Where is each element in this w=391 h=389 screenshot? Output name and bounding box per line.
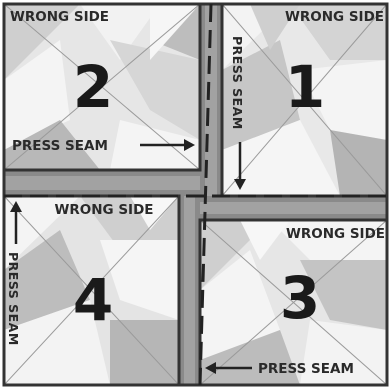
block-number-4: 4 bbox=[73, 266, 113, 334]
wrong-side-label-1: WRONG SIDE bbox=[285, 9, 384, 25]
press-seam-label-1: PRESS SEAM bbox=[230, 36, 245, 130]
block-number-1: 1 bbox=[285, 53, 325, 121]
press-seam-label-4: PRESS SEAM bbox=[6, 252, 21, 346]
wrong-side-label-2: WRONG SIDE bbox=[10, 9, 109, 25]
wrong-side-label-4: WRONG SIDE bbox=[54, 202, 153, 218]
press-seam-label-3: PRESS SEAM bbox=[258, 361, 354, 377]
block-number-2: 2 bbox=[73, 53, 113, 121]
wrong-side-label-3: WRONG SIDE bbox=[286, 226, 385, 242]
press-seam-label-2: PRESS SEAM bbox=[12, 138, 108, 154]
block-number-3: 3 bbox=[280, 264, 320, 332]
